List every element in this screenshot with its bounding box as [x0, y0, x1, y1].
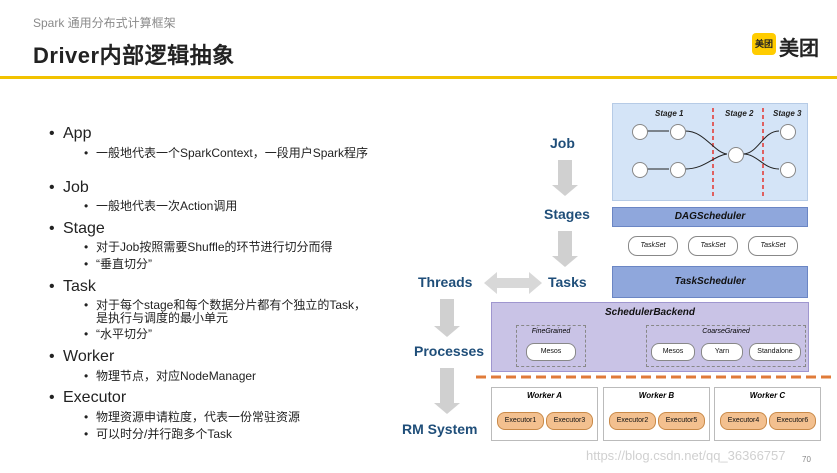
stage-label: Stage 2: [725, 109, 754, 118]
coarse-yarn-pill: Yarn: [701, 343, 743, 361]
rdd-node: [780, 124, 796, 140]
fine-grained-title: FineGrained: [531, 328, 571, 335]
dag-edges: [647, 108, 780, 198]
sub-bullet: 对于每个stage和每个数据分片都有个独立的Task，是执行与调度的最小单元: [84, 299, 376, 325]
csdn-watermark: https://blog.csdn.net/qq_36366757: [586, 448, 786, 463]
rdd-node: [728, 147, 744, 163]
scheduler-backend-title: SchedulerBackend: [604, 307, 696, 318]
worker-a: Worker A Executor1 Executor3: [491, 387, 598, 441]
stage-label: Stage 3: [773, 109, 802, 118]
executor-pill: Executor4: [720, 412, 767, 430]
worker-name: Worker A: [526, 391, 563, 400]
taskset-pill: TaskSet: [748, 236, 798, 256]
sub-bullet: 物理节点，对应NodeManager: [84, 370, 396, 384]
page-number: 70: [802, 455, 811, 464]
worker-name: Worker C: [749, 391, 786, 400]
executor-pill: Executor3: [546, 412, 593, 430]
stage-label: Stage 1: [655, 109, 684, 118]
executor-pill: Executor6: [769, 412, 816, 430]
job-dag-region: Stage 1 Stage 2 Stage 3: [612, 103, 808, 201]
sub-bullet: 一般地代表一次Action调用: [84, 200, 396, 214]
fine-grained-box: FineGrained Mesos: [516, 325, 586, 367]
dag-scheduler-bar: DAGScheduler: [612, 207, 808, 227]
bullet-task: Task: [49, 278, 96, 296]
executor-pill: Executor1: [497, 412, 544, 430]
sub-bullet: “垂直切分”: [84, 258, 396, 272]
rdd-node: [632, 162, 648, 178]
arrow-down-icon: [552, 231, 578, 267]
rdd-node: [780, 162, 796, 178]
arrow-down-icon: [434, 368, 460, 414]
label-processes: Processes: [414, 343, 485, 359]
bullet-worker: Worker: [49, 348, 114, 366]
slide-title: Driver内部逻辑抽象: [33, 43, 235, 68]
worker-c: Worker C Executor4 Executor6: [714, 387, 821, 441]
coarse-grained-title: CoarseGrained: [702, 328, 750, 335]
label-rm-system: RM System: [402, 421, 478, 437]
title-underline: [0, 76, 837, 79]
deck-subtitle: Spark 通用分布式计算框架: [33, 16, 176, 30]
coarse-grained-box: CoarseGrained Mesos Yarn Standalone: [646, 325, 806, 367]
bullet-app: App: [49, 125, 92, 143]
fine-mesos-pill: Mesos: [526, 343, 576, 361]
executor-pill: Executor2: [609, 412, 656, 430]
task-scheduler-bar: TaskScheduler: [612, 266, 808, 298]
bullet-stage: Stage: [49, 220, 105, 238]
arrow-down-icon: [434, 299, 460, 337]
meituan-logo-icon: 美团: [752, 33, 776, 55]
cluster-divider: [476, 375, 831, 379]
bullet-job: Job: [49, 179, 89, 197]
worker-b: Worker B Executor2 Executor5: [603, 387, 710, 441]
meituan-logo-text: 美团: [779, 38, 819, 60]
coarse-mesos-pill: Mesos: [651, 343, 695, 361]
sub-bullet: 可以时分/并行跑多个Task: [84, 428, 396, 442]
sub-bullet: 对于Job按照需要Shuffle的环节进行切分而得: [84, 241, 396, 255]
sub-bullet: 物理资源申请粒度，代表一份常驻资源: [84, 411, 396, 425]
label-tasks: Tasks: [548, 274, 587, 290]
rdd-node: [632, 124, 648, 140]
sub-bullet: “水平切分”: [84, 328, 396, 342]
sub-bullet: 一般地代表一个SparkContext，一段用户Spark程序: [84, 147, 391, 161]
label-threads: Threads: [418, 274, 473, 290]
arrow-down-icon: [552, 160, 578, 196]
rdd-node: [670, 124, 686, 140]
label-stages: Stages: [544, 206, 590, 222]
double-arrow-icon: [484, 272, 542, 294]
worker-name: Worker B: [638, 391, 675, 400]
bullet-executor: Executor: [49, 389, 126, 407]
executor-pill: Executor5: [658, 412, 705, 430]
rdd-node: [670, 162, 686, 178]
coarse-standalone-pill: Standalone: [749, 343, 801, 361]
scheduler-backend-box: SchedulerBackend FineGrained Mesos Coars…: [491, 302, 809, 372]
taskset-pill: TaskSet: [628, 236, 678, 256]
taskset-pill: TaskSet: [688, 236, 738, 256]
label-job: Job: [550, 135, 575, 151]
